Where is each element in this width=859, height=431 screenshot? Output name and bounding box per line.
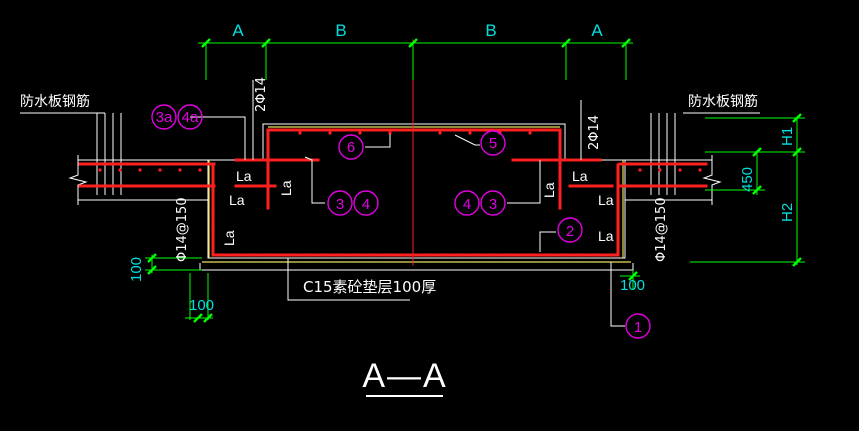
- marker-5-text: 5: [489, 135, 497, 152]
- cushion-layer: [202, 126, 631, 263]
- marker-3a-circle: [151, 104, 177, 130]
- la-label-7: La: [598, 228, 614, 244]
- label-stirrup-left: Φ14@150: [175, 197, 190, 262]
- marker-4a-circle: [177, 104, 203, 130]
- dim-450: 450: [739, 167, 756, 192]
- marker-3-right-circle: [480, 190, 506, 216]
- marker-1-circle: [625, 313, 651, 339]
- la-label-5: La: [541, 182, 557, 198]
- label-stirrup-right: Φ14@150: [654, 197, 669, 262]
- dim-b-left: B: [335, 21, 346, 40]
- marker-5-circle: [480, 130, 506, 156]
- marker-3-left-text: 3: [336, 196, 344, 213]
- marker-4-left-text: 4: [362, 196, 370, 213]
- dimension-lines: [145, 42, 805, 320]
- la-label-8: La: [572, 168, 588, 184]
- marker-2-text: 2: [566, 223, 574, 240]
- la-label-3: La: [221, 230, 237, 246]
- dim-100-bottom-right: 100: [620, 277, 645, 294]
- la-label-2: La: [229, 192, 245, 208]
- marker-3-left-circle: [327, 190, 353, 216]
- marker-4a-text: 4a: [182, 109, 199, 126]
- marker-6-circle: [338, 134, 364, 160]
- dim-a-right: A: [591, 21, 603, 40]
- dim-b-right: B: [485, 21, 496, 40]
- section-title: A—A: [362, 357, 447, 395]
- rebar-dots: [98, 131, 702, 257]
- marker-6-text: 6: [347, 139, 355, 156]
- dim-h2: H2: [779, 203, 796, 222]
- label-waterproof-left: 防水板钢筋: [20, 93, 90, 110]
- la-label-1: La: [236, 168, 252, 184]
- marker-4-right-circle: [454, 190, 480, 216]
- marker-4-left-circle: [353, 190, 379, 216]
- label-2phi14-right: 2Φ14: [587, 115, 602, 150]
- dim-h1: H1: [779, 127, 796, 146]
- dim-100-bottom-left: 100: [189, 297, 214, 314]
- la-label-6: La: [598, 192, 614, 208]
- marker-3a-text: 3a: [156, 109, 173, 126]
- leader-lines: [20, 80, 760, 327]
- dim-100-vertical: 100: [128, 257, 145, 282]
- dim-a-left: A: [232, 21, 244, 40]
- la-label-4: La: [278, 180, 294, 196]
- label-2phi14-left: 2Φ14: [254, 77, 269, 112]
- label-cushion: C15素砼垫层100厚: [303, 278, 436, 296]
- dimension-ticks: [147, 38, 802, 323]
- marker-4-right-text: 4: [463, 196, 471, 213]
- markers: [151, 104, 651, 339]
- marker-1-text: 1: [634, 319, 642, 336]
- marker-2-circle: [557, 217, 583, 243]
- label-waterproof-right: 防水板钢筋: [688, 93, 758, 110]
- marker-3-right-text: 3: [489, 196, 497, 213]
